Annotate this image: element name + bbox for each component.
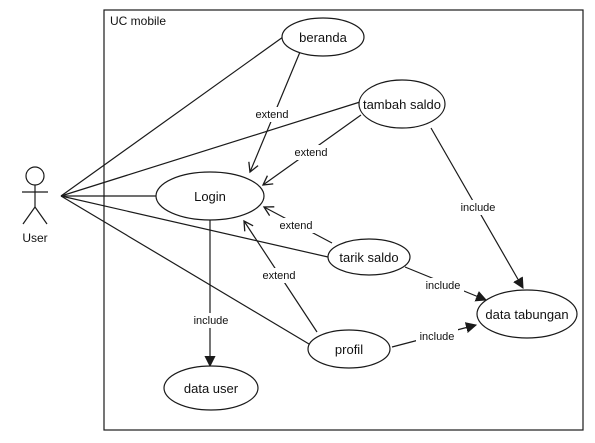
association-tambah-saldo [60, 101, 361, 197]
extend-label-profil: extend [262, 270, 295, 282]
use-case-data-tabungan [476, 289, 578, 339]
include-label-tambah-saldo: include [461, 202, 496, 214]
include-label-data-user: include [194, 315, 229, 327]
use-case-data-user [163, 365, 259, 411]
use-case-profil [307, 329, 391, 369]
association-profil [60, 195, 310, 345]
use-case-profil-label: profil [335, 342, 363, 357]
use-case-tarik-saldo [327, 238, 411, 276]
use-case-data-tabungan-label: data tabungan [485, 307, 568, 322]
association-beranda [60, 36, 284, 197]
actor-label: User [22, 231, 47, 245]
system-title: UC mobile [110, 14, 166, 28]
use-case-tarik-saldo-label: tarik saldo [339, 250, 398, 265]
extend-label-tambah-saldo: extend [294, 147, 327, 159]
extend-label-beranda: extend [255, 109, 288, 121]
include-label-tarik-saldo: include [426, 280, 461, 292]
use-case-login-label: Login [194, 189, 226, 204]
use-case-login [155, 171, 265, 221]
use-case-tambah-saldo [358, 79, 446, 129]
actor-user [22, 166, 48, 225]
use-case-data-user-label: data user [184, 381, 239, 396]
association-tarik-saldo [60, 195, 329, 258]
include-label-profil: include [420, 331, 455, 343]
use-case-beranda [281, 17, 365, 57]
use-case-beranda-label: beranda [299, 30, 347, 45]
use-case-tambah-saldo-label: tambah saldo [363, 97, 441, 112]
extend-label-tarik-saldo: extend [279, 220, 312, 232]
